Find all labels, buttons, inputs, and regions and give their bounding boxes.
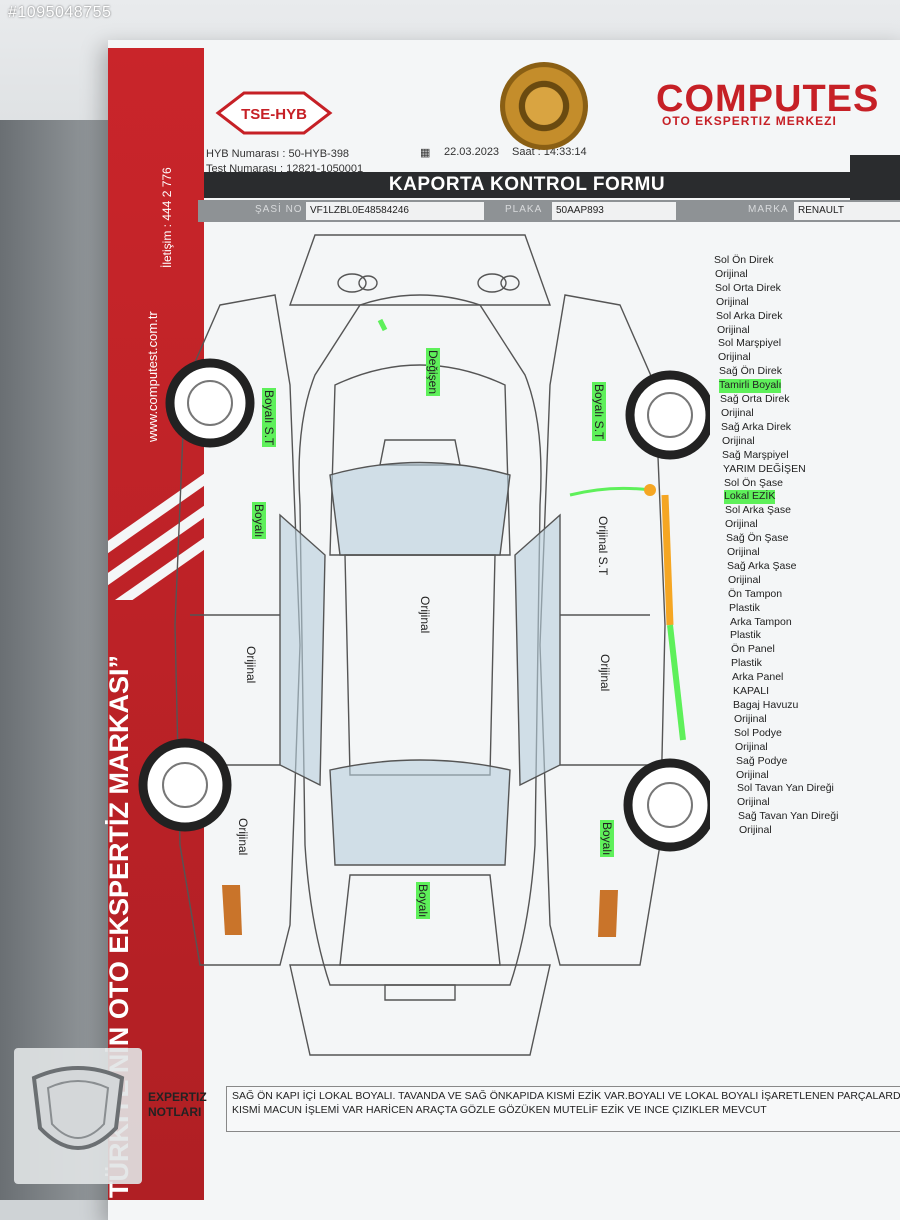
parts-list-item: Orijinal bbox=[725, 518, 758, 531]
parts-list-item: Arka Panel bbox=[732, 671, 784, 684]
parts-list-item: Tamirli Boyalı bbox=[719, 379, 782, 394]
notes-label-line2: NOTLARI bbox=[148, 1105, 202, 1119]
sasi-label: ŞASİ NO bbox=[255, 204, 303, 215]
parts-list-item: Sağ Podye bbox=[736, 754, 788, 767]
right-side-view bbox=[539, 294, 666, 966]
parts-list-item: Orijinal bbox=[727, 546, 760, 559]
note-line-2: KISMİ MACUN İŞLEMİ VAR HARİCEN ARAÇTA GÖ… bbox=[232, 1104, 767, 1116]
parts-list-item: Plastik bbox=[730, 629, 761, 642]
parts-list-item: Sol Ön Direk bbox=[714, 254, 774, 266]
parts-list-item: Sol Orta Direk bbox=[715, 281, 781, 294]
dealer-badge bbox=[14, 1048, 142, 1184]
brand-logo: COMPUTES bbox=[656, 78, 880, 120]
parts-list-item: Ön Tampon bbox=[728, 587, 783, 600]
parts-list-item: Bagaj Havuzu bbox=[733, 699, 799, 711]
label-hood: Değişen bbox=[426, 348, 440, 397]
parts-list-item: Sağ Marşpiyel bbox=[722, 448, 789, 461]
parts-list-item: Orijinal bbox=[716, 295, 749, 308]
parts-list-item: Sol Arka Şase bbox=[725, 504, 791, 517]
notes-label-line1: EXPERTIZ bbox=[148, 1090, 207, 1104]
parts-list-item: Sol Tavan Yan Direği bbox=[737, 782, 834, 795]
label-right-front-door: Orijinal S.T bbox=[596, 516, 610, 576]
wheels bbox=[138, 358, 710, 852]
parts-list-item: Lokal EZİK bbox=[724, 490, 776, 505]
tse-logo: TSE-HYB bbox=[215, 91, 333, 135]
label-roof: Orijinal bbox=[418, 596, 432, 634]
parts-list-item: Plastik bbox=[731, 657, 762, 670]
plaka-label: PLAKA bbox=[505, 204, 543, 215]
parts-list-item: Sağ Ön Şase bbox=[726, 532, 789, 545]
calendar-icon: ▦ bbox=[420, 147, 431, 159]
parts-list-item: Sağ Arka Şase bbox=[727, 559, 797, 572]
left-side-view bbox=[174, 294, 301, 966]
red-side-bar bbox=[108, 48, 204, 1200]
front-view bbox=[289, 234, 551, 306]
parts-list-item: Orijinal bbox=[739, 824, 772, 837]
shield-icon bbox=[31, 1066, 125, 1150]
parts-list-item: Sağ Arka Direk bbox=[721, 420, 792, 433]
parts-list-item: Sol Marşpiyel bbox=[718, 337, 782, 350]
parts-list-item: Sol Podye bbox=[734, 726, 782, 739]
parts-list-item: Orijinal bbox=[728, 573, 761, 586]
brand-subtitle: OTO EKSPERTIZ MERKEZI bbox=[662, 114, 837, 128]
parts-list-item: Plastik bbox=[729, 601, 760, 614]
parts-list-item: Arka Tampon bbox=[730, 615, 792, 628]
form-title: KAPORTA KONTROL FORMU bbox=[204, 172, 850, 198]
parts-list-item: Orijinal bbox=[736, 768, 769, 781]
parts-list-item: Orijinal bbox=[715, 267, 748, 280]
note-line-1: SAĞ ÖN KAPI İÇİ LOKAL BOYALI. TAVANDA VE… bbox=[232, 1090, 900, 1102]
rear-view bbox=[289, 964, 551, 1056]
parts-list-item: Sağ Ön Direk bbox=[719, 365, 783, 378]
label-right-rear-door: Orijinal bbox=[598, 654, 612, 692]
label-right-rear-fender: Boyalı bbox=[600, 820, 614, 858]
parts-list-item: Sol Ön Şase bbox=[724, 476, 783, 489]
parts-list-item: Sağ Orta Direk bbox=[720, 393, 790, 406]
parts-list-item: Orijinal bbox=[721, 406, 754, 419]
label-left-rear-door: Orijinal bbox=[244, 646, 258, 684]
report-date: 22.03.2023 bbox=[444, 146, 500, 158]
tse-logo-text: TSE-HYB bbox=[241, 106, 307, 123]
parts-list-item: KAPALI bbox=[733, 685, 769, 698]
label-right-front-fender: Boyalı S.T bbox=[592, 382, 606, 442]
title-corner bbox=[850, 155, 900, 201]
parts-list-item: Sol Arka Direk bbox=[716, 309, 783, 322]
parts-list-item: Sağ Tavan Yan Direği bbox=[738, 810, 839, 823]
car-diagram bbox=[138, 234, 710, 1056]
parts-list-item: Orijinal bbox=[717, 323, 750, 336]
parts-list-item: Orijinal bbox=[718, 351, 751, 364]
top-view bbox=[298, 294, 542, 986]
parts-list-item: Orijinal bbox=[735, 740, 768, 753]
label-left-front-door: Boyalı bbox=[252, 502, 266, 540]
hyb-number: HYB Numarası : 50-HYB-398 bbox=[206, 148, 350, 160]
parts-list-item: Ön Panel bbox=[731, 643, 775, 656]
notes-label: EXPERTIZ NOTLARI bbox=[148, 1090, 207, 1120]
notes-box bbox=[226, 1086, 900, 1132]
label-trunk: Boyalı bbox=[416, 882, 430, 920]
sasi-value: VF1LZBL0E48584246 bbox=[306, 202, 484, 220]
plaka-value: 50AAP893 bbox=[552, 202, 676, 220]
parts-list-item: Orijinal bbox=[737, 796, 770, 809]
report-time: Saat : 14:33:14 bbox=[512, 146, 587, 158]
parts-list-item: Orijinal bbox=[722, 434, 755, 447]
marka-value: RENAULT bbox=[794, 202, 900, 220]
parts-list-item: Orijinal bbox=[734, 712, 767, 725]
gold-seal-icon bbox=[500, 62, 588, 150]
marka-label: MARKA bbox=[748, 204, 789, 215]
label-left-rear-fender: Orijinal bbox=[236, 818, 250, 856]
parts-list-item: YARIM DEĞİŞEN bbox=[723, 462, 806, 475]
form-sheet bbox=[108, 40, 900, 1220]
listing-id: #1095048755 bbox=[8, 4, 112, 21]
label-left-front-fender: Boyalı S.T bbox=[262, 388, 276, 448]
